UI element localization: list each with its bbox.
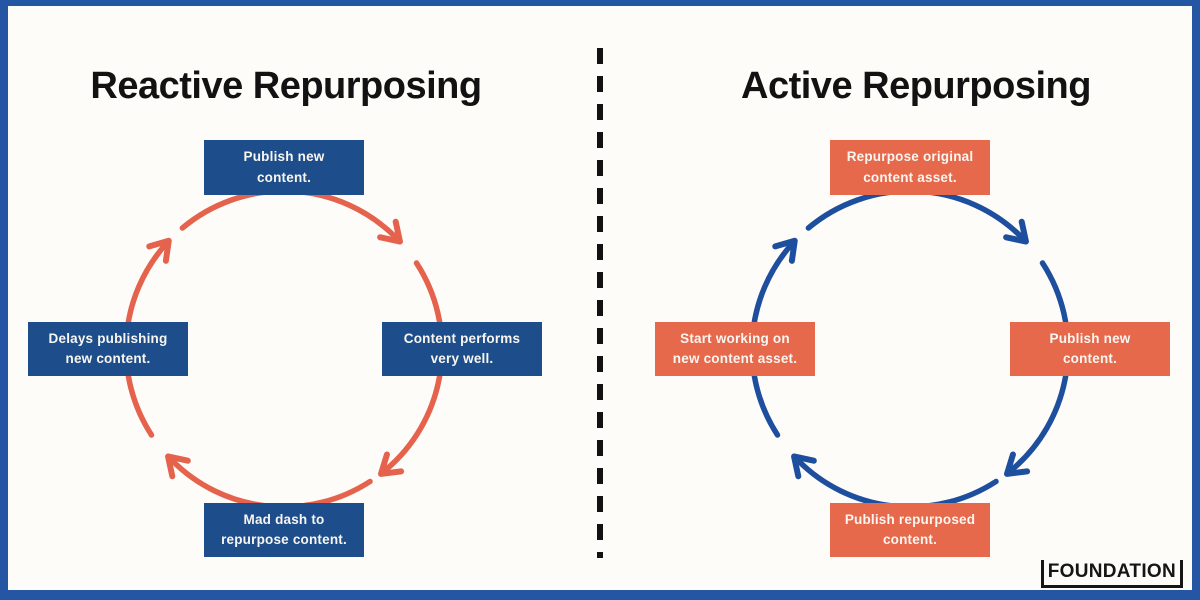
reactive-step-top: Publish new content. bbox=[204, 140, 364, 195]
active-step-right: Publish new content. bbox=[1010, 322, 1170, 376]
reactive-arc-top bbox=[179, 188, 403, 245]
reactive-step-left-label: Delays publishing new content. bbox=[48, 330, 168, 366]
reactive-step-right-label: Content performs very well. bbox=[403, 330, 521, 366]
reactive-step-top-label: Publish new content. bbox=[243, 149, 325, 185]
active-panel-title: Active Repurposing bbox=[741, 65, 1091, 107]
active-step-left: Start working on new content asset. bbox=[655, 322, 815, 376]
reactive-step-bottom-label: Mad dash to repurpose content. bbox=[221, 511, 347, 547]
active-step-left-label: Start working on new content asset. bbox=[672, 330, 798, 366]
reactive-step-left: Delays publishing new content. bbox=[28, 322, 188, 376]
active-step-bottom-label: Publish repurposed content. bbox=[844, 511, 976, 547]
active-step-top: Repurpose original content asset. bbox=[830, 140, 990, 195]
active-arc-top bbox=[805, 188, 1029, 245]
active-step-bottom: Publish repurposed content. bbox=[830, 503, 990, 557]
reactive-panel-title: Reactive Repurposing bbox=[90, 65, 482, 107]
reactive-arc-bottom bbox=[165, 453, 373, 510]
reactive-step-right: Content performs very well. bbox=[382, 322, 542, 376]
active-step-right-label: Publish new content. bbox=[1049, 330, 1131, 366]
active-arc-bottom bbox=[791, 453, 999, 510]
dashed-divider bbox=[597, 48, 603, 558]
foundation-logo: FOUNDATION bbox=[1040, 560, 1183, 588]
reactive-step-bottom: Mad dash to repurpose content. bbox=[204, 503, 364, 557]
active-step-top-label: Repurpose original content asset. bbox=[846, 149, 974, 185]
